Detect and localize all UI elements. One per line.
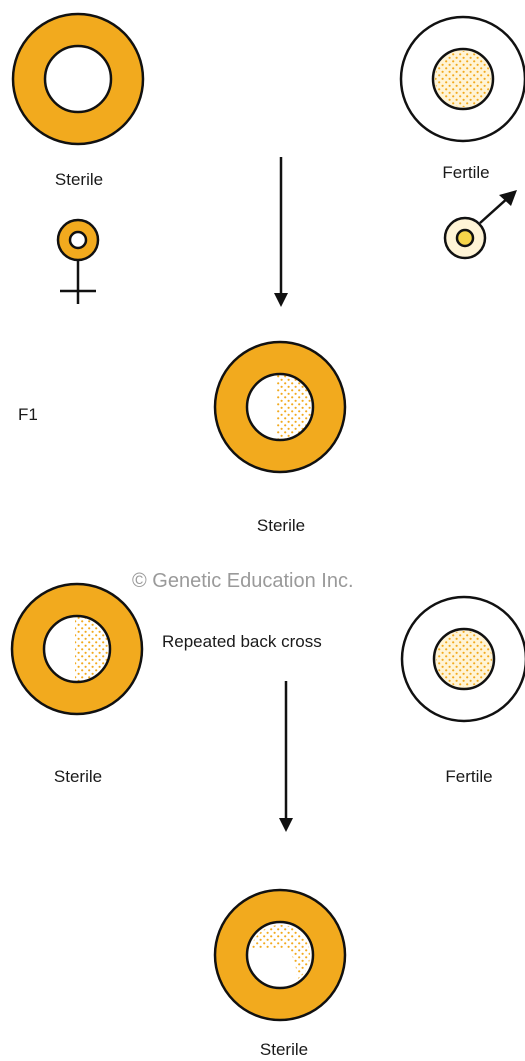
sterile-cell-parent xyxy=(13,14,143,144)
label-fertile-backcross: Fertile xyxy=(424,767,514,787)
f1-sterile-cell xyxy=(215,342,345,472)
copyright-watermark: © Genetic Education Inc. xyxy=(132,570,354,593)
label-final-sterile: Sterile xyxy=(239,1040,329,1060)
final-sterile-cell xyxy=(215,890,345,1020)
male-symbol-icon xyxy=(445,190,517,258)
label-repeated-back-cross: Repeated back cross xyxy=(162,632,322,652)
female-symbol-icon xyxy=(58,220,98,304)
fertile-cell-parent xyxy=(401,17,525,141)
label-fertile-parent: Fertile xyxy=(421,163,511,183)
sterile-cell-backcross xyxy=(12,584,142,714)
label-f1-generation: F1 xyxy=(18,405,38,425)
backcross-arrow xyxy=(279,681,293,832)
fertile-cell-backcross xyxy=(402,597,525,721)
label-f1-sterile: Sterile xyxy=(236,516,326,536)
label-sterile-parent: Sterile xyxy=(34,170,124,190)
label-sterile-backcross: Sterile xyxy=(33,767,123,787)
cross-arrow-1 xyxy=(274,157,288,307)
